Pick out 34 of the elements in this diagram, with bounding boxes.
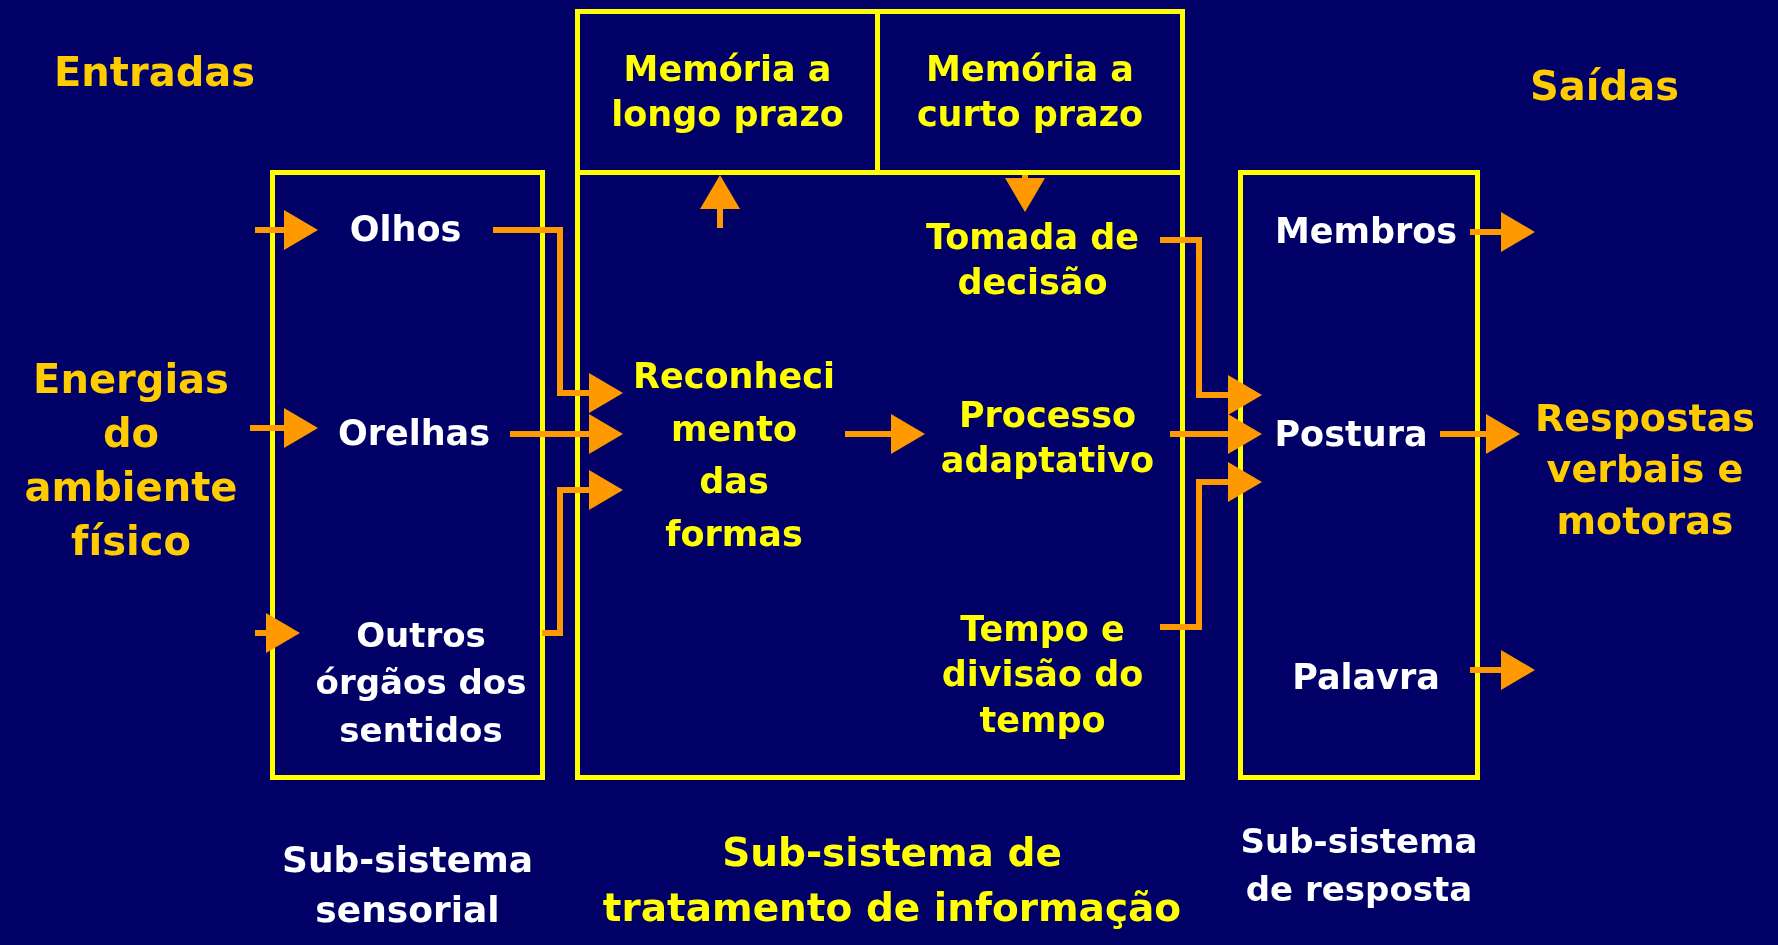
arrow bbox=[1160, 462, 1262, 630]
sense-organ-label: Orelhas bbox=[337, 412, 491, 456]
arrow bbox=[845, 414, 925, 454]
arrow bbox=[1160, 237, 1262, 415]
process-label: Reconheci mento das formas bbox=[632, 355, 836, 556]
arrow bbox=[1005, 175, 1045, 212]
arrow bbox=[1470, 212, 1535, 252]
process-label: Tempo e divisão do tempo bbox=[940, 607, 1145, 742]
sense-organ-label: Outros órgãos dos sentidos bbox=[314, 613, 528, 752]
arrow bbox=[493, 227, 623, 413]
sense-organ-label: Olhos bbox=[349, 208, 462, 252]
response-label: Membros bbox=[1274, 210, 1458, 254]
arrow bbox=[255, 613, 300, 653]
input-label: Energias do ambiente físico bbox=[23, 355, 239, 566]
process-label: Tomada de decisão bbox=[925, 215, 1140, 304]
arrow bbox=[250, 408, 318, 448]
arrow bbox=[255, 210, 318, 250]
output-label: Respostas verbais e motoras bbox=[1534, 395, 1756, 545]
response-label: Postura bbox=[1274, 413, 1428, 457]
process-label: Processo adaptativo bbox=[939, 393, 1156, 482]
subsystem-caption: Sub-sistema de resposta bbox=[1239, 820, 1479, 911]
arrow bbox=[1470, 650, 1535, 690]
arrow bbox=[700, 175, 740, 228]
arrow bbox=[1170, 414, 1262, 454]
heading-label: Entradas bbox=[54, 48, 256, 97]
memory-cell: Memória a longo prazo bbox=[580, 14, 880, 175]
arrow bbox=[1440, 414, 1520, 454]
arrow bbox=[510, 414, 623, 454]
subsystem-caption: Sub-sistema de tratamento de informação bbox=[601, 829, 1183, 932]
subsystem-caption: Sub-sistema sensorial bbox=[281, 838, 534, 933]
heading-label: Saídas bbox=[1530, 62, 1679, 111]
memory-cell: Memória a curto prazo bbox=[880, 14, 1180, 175]
arrow bbox=[542, 470, 623, 636]
response-label: Palavra bbox=[1292, 656, 1440, 700]
